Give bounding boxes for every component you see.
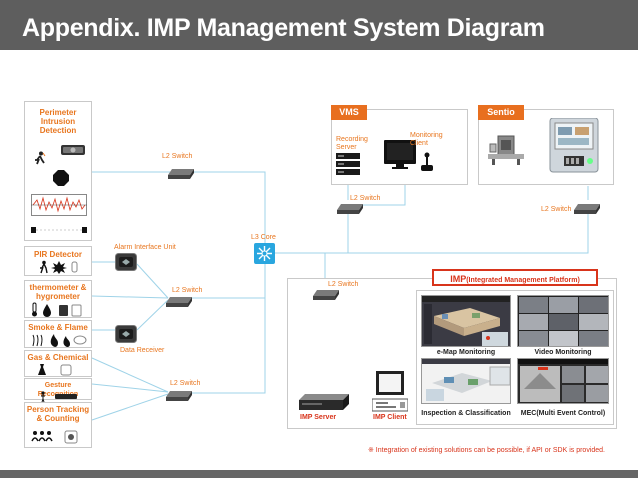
l2-switch-vms-label: L2 Switch [350,195,381,202]
link-thermo-l2mid [91,295,169,299]
imp-client-label: IMP Client [373,414,407,421]
pir-detector-icon [39,260,79,279]
link-gas-l2bot [91,357,169,393]
xray-scanner-icon [488,134,524,171]
emap-caption: e-Map Monitoring [436,349,496,356]
imp-title-main: IMP [450,274,467,284]
monitoring-monitor-icon [384,140,418,175]
sensor-label-thermo: thermometer & hygrometer [29,283,87,301]
l2-switch-vms-icon [337,201,363,219]
sensor-box-pir: PIR Detector [24,246,92,276]
imp-title-badge: IMP(Integrated Management Platform) [432,269,598,286]
l2-switch-bottom-icon [166,388,192,406]
inspection-screenshot [421,358,511,404]
l2-switch-imp-label: L2 Switch [328,281,359,288]
imp-title-sub: (Integrated Management Platform) [466,277,580,284]
sensor-box-person: Person Tracking & Counting [24,402,92,448]
l2-switch-top-icon [168,166,194,184]
thermometer-icon [31,302,85,322]
intruder-icon [33,151,47,170]
sentio-header: Sentio [478,105,524,120]
link-alarm-l2mid [136,263,169,299]
joystick-icon [420,152,434,177]
link-person-l2bot [91,393,169,421]
imp-client-icon [371,371,409,418]
smoke-flame-icon [31,333,87,352]
title-bar [0,0,638,50]
l2-switch-sentio-icon [574,201,600,219]
fence-sensor-icon [31,194,87,221]
emap-screenshot [421,295,511,347]
vms-header: VMS [331,105,367,120]
sensor-label-person: Person Tracking & Counting [26,405,90,423]
l2-switch-bottom-label: L2 Switch [170,380,201,387]
data-receiver-label: Data Receiver [120,347,165,354]
gas-sensor-icon [37,363,77,381]
link-receiver-l2mid [136,299,169,331]
gesture-camera-icon [39,389,79,407]
video-screenshot [517,295,609,347]
sensor-label-smoke: Smoke & Flame [28,323,88,332]
recording-server-icon [336,153,360,180]
sensor-label-gas: Gas & Chemical [27,353,89,362]
beam-sensor-icon [59,142,87,163]
sensor-label-pir: PIR Detector [33,250,82,259]
l2-switch-mid-icon [166,294,192,312]
sensor-box-gesture: Gesture Recognition [24,378,92,403]
link-l2bot-core [192,262,266,394]
footer-bar [0,470,638,478]
sensor-label-perimeter: Perimeter Intrusion Detection [39,108,77,135]
video-caption: Video Monitoring [534,349,592,356]
alarm-interface-unit-icon [115,253,137,276]
imp-server-icon [299,394,349,417]
octagon-sensor-icon [52,169,70,192]
page-title: Appendix. IMP Management System Diagram [22,14,545,42]
monitoring-client-label: Monitoring Client [410,132,443,147]
mec-screenshot [517,358,609,404]
ground-sensor-icon [31,222,87,240]
sensor-box-smoke: Smoke & Flame [24,320,92,348]
l2-switch-mid-label: L2 Switch [172,287,203,294]
alarm-interface-unit-label: Alarm Interface Unit [114,244,176,251]
sensor-box-perimeter: Perimeter Intrusion Detection [24,101,92,241]
integration-note: ※ Integration of existing solutions can … [368,447,605,454]
l2-switch-imp-icon [313,287,339,305]
l2-switch-sentio-label: L2 Switch [541,206,572,213]
mec-caption: MEC(Multi Event Control) [520,410,606,417]
sensor-box-thermo: thermometer & hygrometer [24,280,92,318]
sentio-workstation-icon [548,117,600,179]
people-counting-icon [31,429,89,450]
inspection-caption: Inspection & Classification [421,410,511,417]
link-gesture-l2bot [91,383,169,393]
link-core-l2sentio [348,212,589,254]
l3-core-icon [254,243,275,269]
imp-server-label: IMP Server [300,414,337,421]
data-receiver-icon [115,325,137,348]
sensor-box-gas: Gas & Chemical [24,350,92,377]
recording-server-label: Recording Server [336,136,368,151]
l2-switch-top-label: L2 Switch [162,153,193,160]
l3-core-label: L3 Core [251,234,276,241]
link-l2top-core [194,171,266,245]
